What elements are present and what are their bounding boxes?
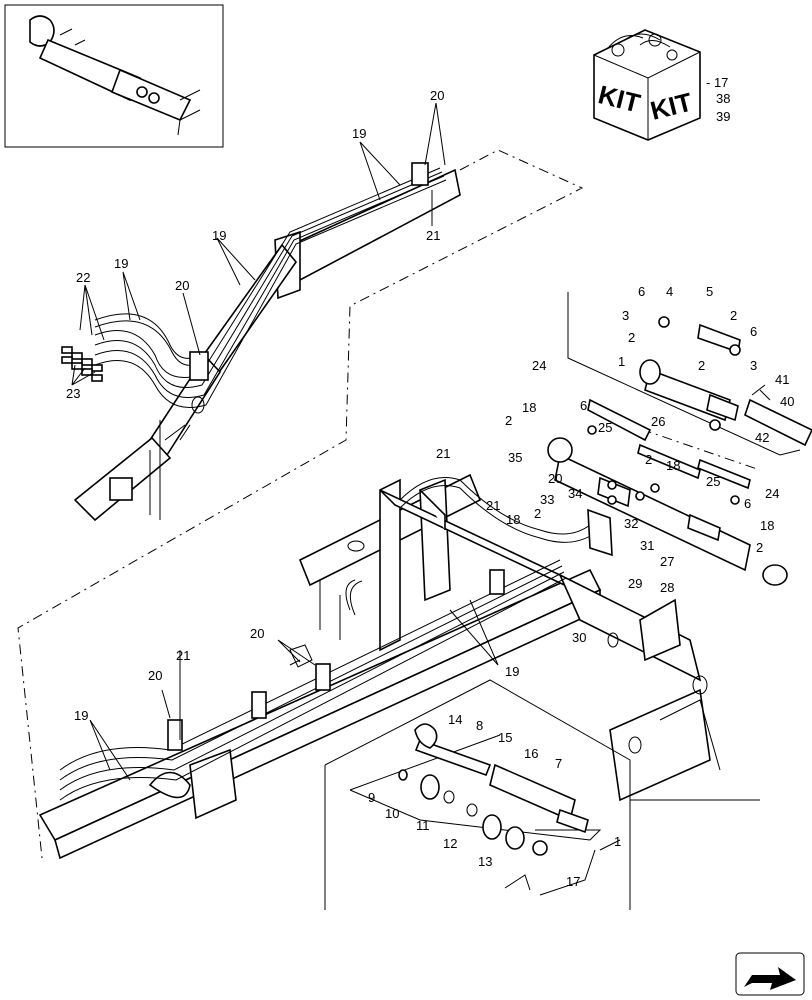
cylinder-assembly-upper — [567, 292, 812, 456]
callout-35: 35 — [508, 450, 522, 465]
callout-24-b: 24 — [765, 486, 779, 501]
callout-30: 30 — [572, 630, 586, 645]
callout-19-left: 19 — [114, 256, 128, 271]
callout-18-b: 18 — [666, 458, 680, 473]
callout-25-a: 25 — [598, 420, 612, 435]
callout-2-c: 2 — [698, 358, 705, 373]
callout-19-upper: 19 — [352, 126, 366, 141]
callout-23: 23 — [66, 386, 80, 401]
callout-19-bottom: 19 — [74, 708, 88, 723]
callout-40: 40 — [780, 394, 794, 409]
callout-21-upper: 21 — [426, 228, 440, 243]
callout-1-b: 1 — [614, 834, 621, 849]
callout-3-a: 3 — [622, 308, 629, 323]
callout-33: 33 — [540, 492, 554, 507]
callout-20-mid: 20 — [548, 471, 562, 486]
detail-box — [324, 679, 631, 910]
callout-1-a: 1 — [618, 354, 625, 369]
callout-26: 26 — [651, 414, 665, 429]
callout-10: 10 — [385, 806, 399, 821]
callout-2-e: 2 — [645, 452, 652, 467]
callout-18-d: 18 — [760, 518, 774, 533]
callout-22: 22 — [76, 270, 90, 285]
callout-19-mid: 19 — [212, 228, 226, 243]
callout-13: 13 — [478, 854, 492, 869]
callout-32: 32 — [624, 516, 638, 531]
callout-25-b: 25 — [706, 474, 720, 489]
callout-9: 9 — [368, 790, 375, 805]
callout-2-f: 2 — [534, 506, 541, 521]
callout-2-g: 2 — [756, 540, 763, 555]
hose-fittings-left — [61, 346, 103, 382]
callout-20-lower: 20 — [250, 626, 264, 641]
kit-box-icon — [593, 29, 701, 141]
callout-20-left: 20 — [175, 278, 189, 293]
callout-16: 16 — [524, 746, 538, 761]
callout-8: 8 — [476, 718, 483, 733]
callout-29: 29 — [628, 576, 642, 591]
callout-27: 27 — [660, 554, 674, 569]
callout-21-lower: 21 — [176, 648, 190, 663]
callout-11: 11 — [416, 818, 430, 833]
hose-bundle-upper — [94, 162, 447, 408]
callout-41: 41 — [775, 372, 789, 387]
callout-20-upper: 20 — [430, 88, 444, 103]
callout-4: 4 — [666, 284, 673, 299]
callout-6-a: 6 — [638, 284, 645, 299]
leader-lines — [71, 102, 621, 851]
callout-2-a: 2 — [730, 308, 737, 323]
callout-21-frame: 21 — [486, 498, 500, 513]
callout-19-lower: 19 — [505, 664, 519, 679]
callout-20-bottom: 20 — [148, 668, 162, 683]
callout-2-b: 2 — [628, 330, 635, 345]
kit-number-17: - 17 — [706, 75, 728, 90]
callout-34: 34 — [568, 486, 582, 501]
upper-boom — [73, 168, 461, 522]
callout-6-d: 6 — [744, 496, 751, 511]
callout-18-c: 18 — [506, 512, 520, 527]
callout-21-mid: 21 — [436, 446, 450, 461]
callout-17: 17 — [566, 874, 580, 889]
group-outline — [17, 149, 584, 859]
cylinder-assembly-lower — [547, 425, 788, 586]
callout-2-d: 2 — [505, 413, 512, 428]
callout-6-b: 6 — [750, 324, 757, 339]
callout-7: 7 — [555, 756, 562, 771]
callout-24-a: 24 — [532, 358, 546, 373]
callout-3-b: 3 — [750, 358, 757, 373]
kit-number-38: 38 — [716, 91, 730, 106]
callout-5: 5 — [706, 284, 713, 299]
arrow-next-icon[interactable] — [735, 952, 805, 996]
callout-15: 15 — [498, 730, 512, 745]
callout-6-c: 6 — [580, 398, 587, 413]
cylinder-inset-icon — [4, 4, 224, 148]
callout-28: 28 — [660, 580, 674, 595]
hose-bundle-lower — [59, 477, 593, 801]
callout-14: 14 — [448, 712, 462, 727]
main-frame — [38, 473, 760, 860]
callout-31: 31 — [640, 538, 654, 553]
kit-number-39: 39 — [716, 109, 730, 124]
callout-12: 12 — [443, 836, 457, 851]
callout-42: 42 — [755, 430, 769, 445]
callout-labels: 19 20 21 19 19 22 20 23 6 4 5 3 2 2 6 1 … — [66, 88, 794, 889]
callout-18-a: 18 — [522, 400, 536, 415]
